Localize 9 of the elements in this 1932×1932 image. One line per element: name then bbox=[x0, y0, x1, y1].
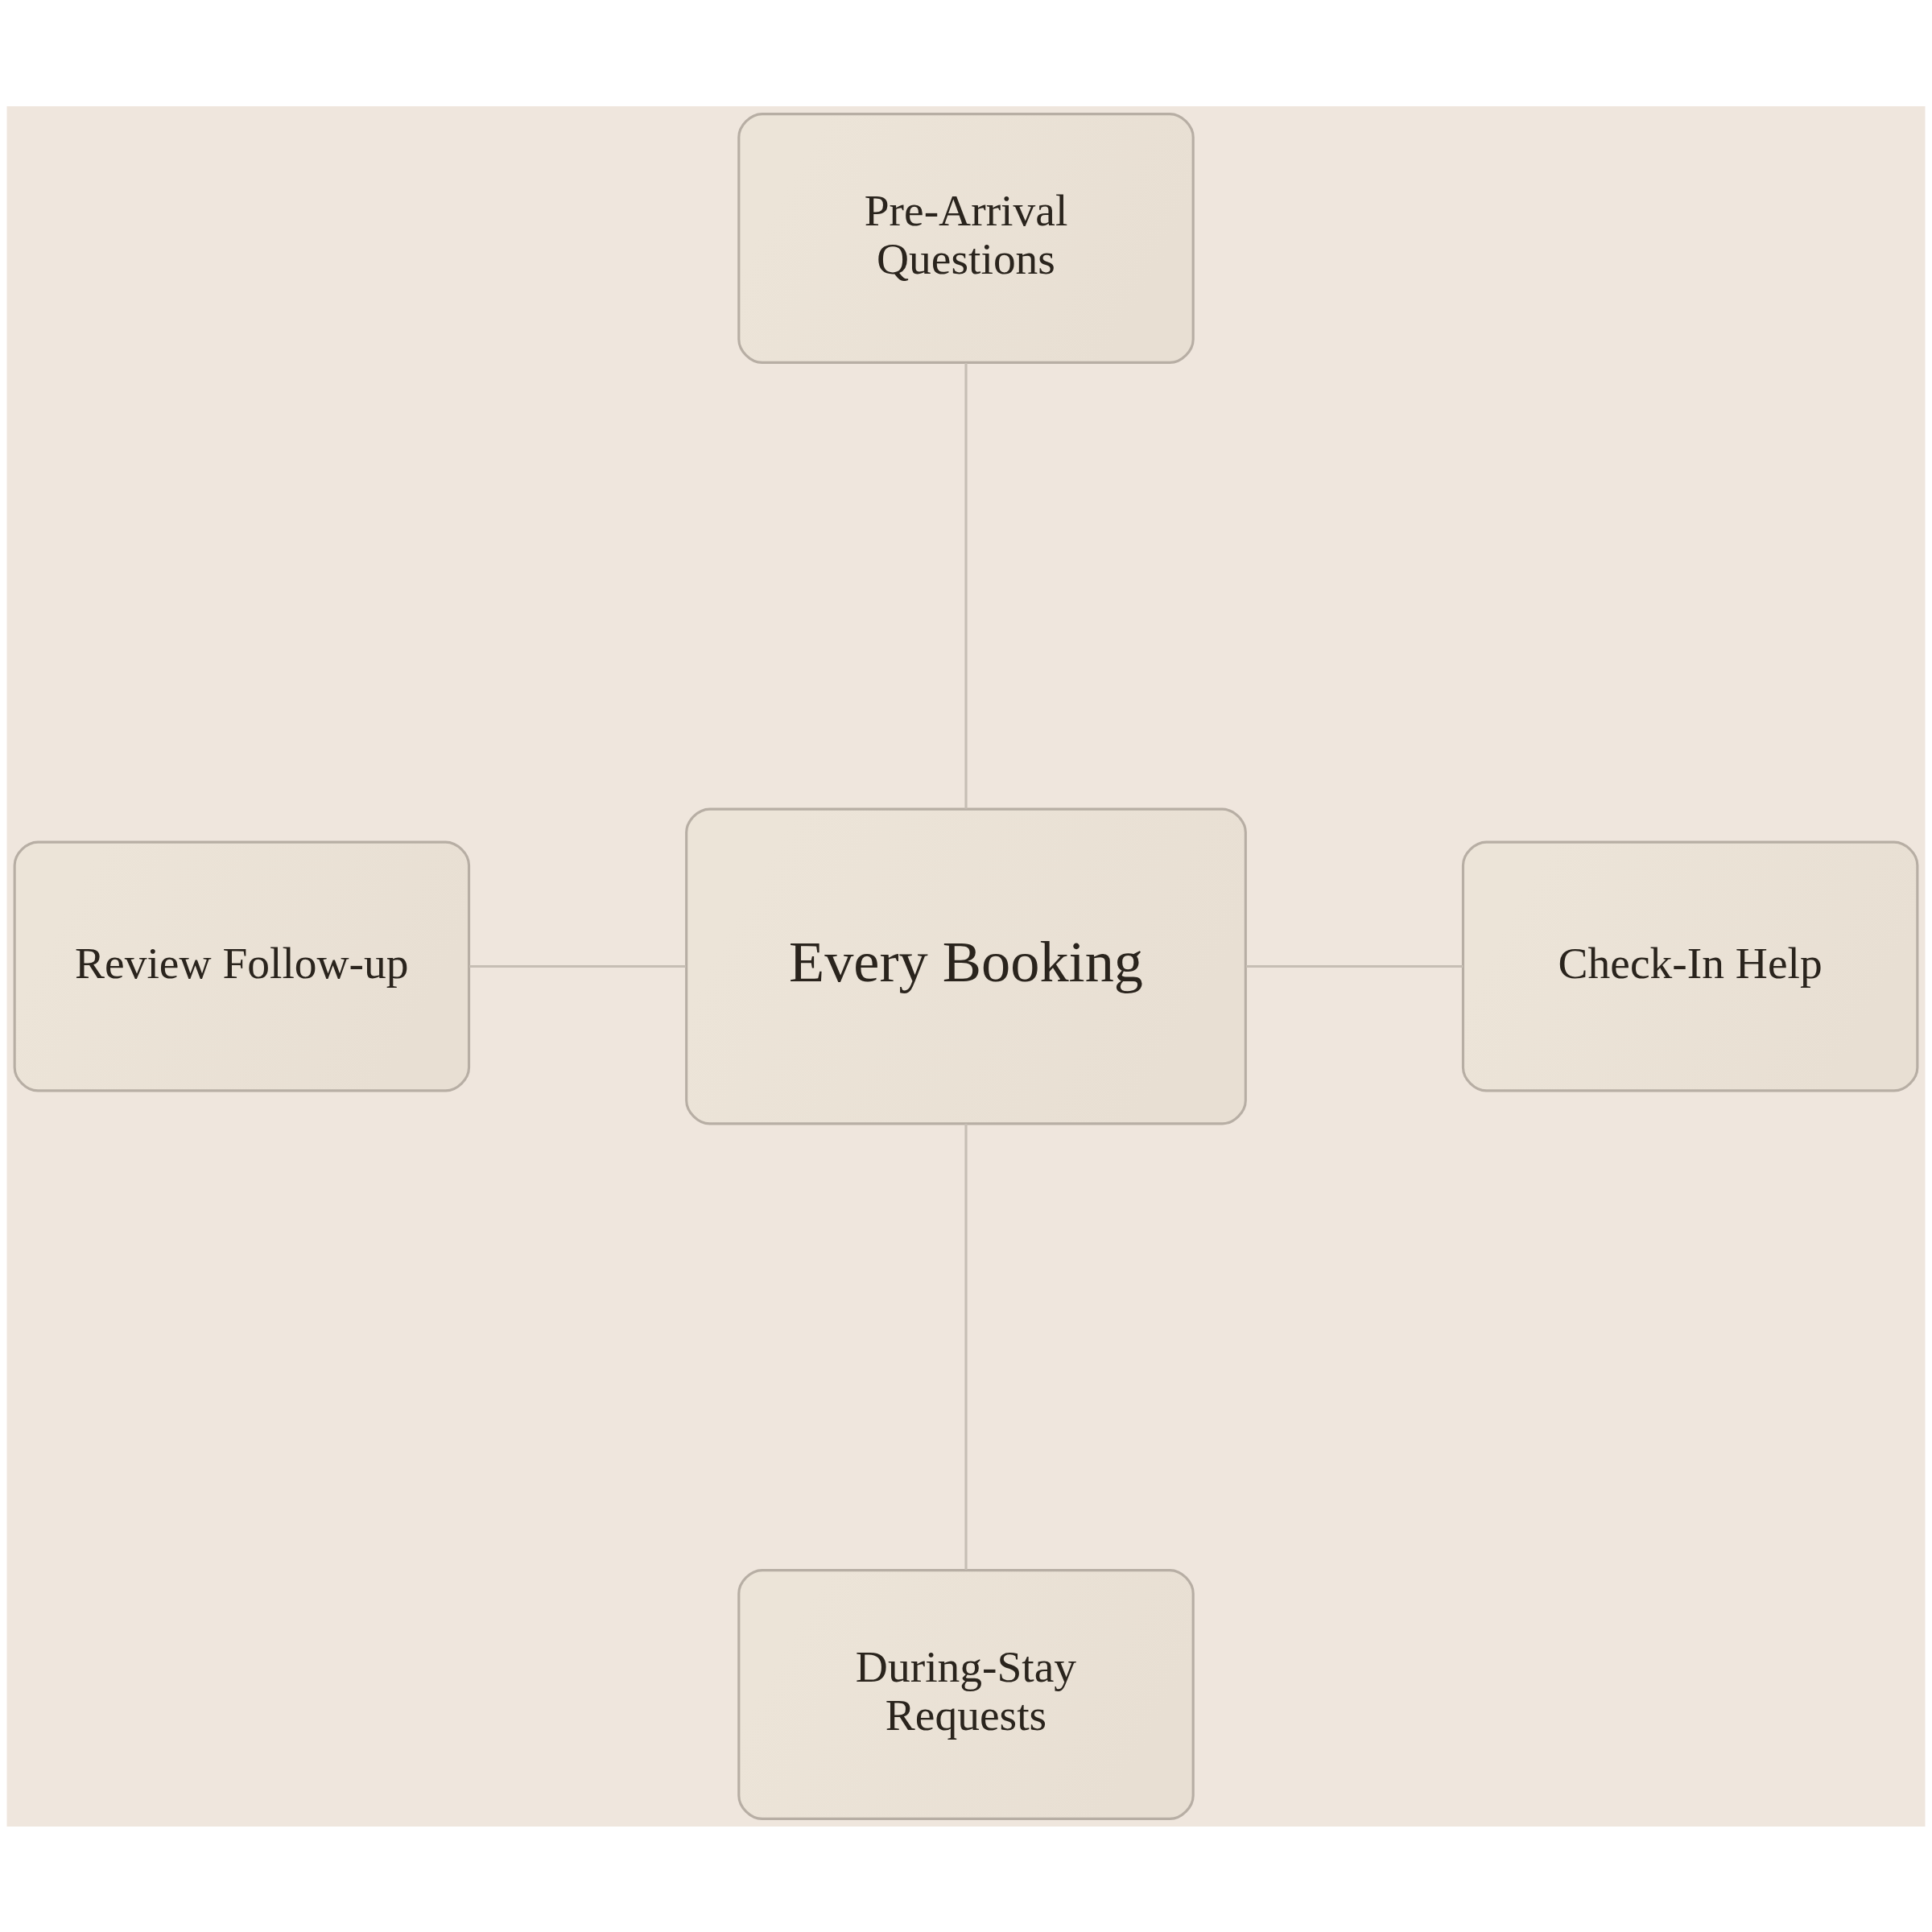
node-box: Review Follow-up bbox=[13, 840, 471, 1092]
node-box: Every Booking bbox=[685, 807, 1247, 1125]
node-box: During-Stay Requests bbox=[737, 1568, 1195, 1820]
node-box: Pre-Arrival Questions bbox=[737, 112, 1195, 364]
node-box: Check-In Help bbox=[1461, 840, 1919, 1092]
connector bbox=[469, 964, 686, 968]
connector bbox=[964, 1123, 968, 1570]
connector bbox=[1245, 964, 1463, 968]
connector bbox=[964, 362, 968, 809]
